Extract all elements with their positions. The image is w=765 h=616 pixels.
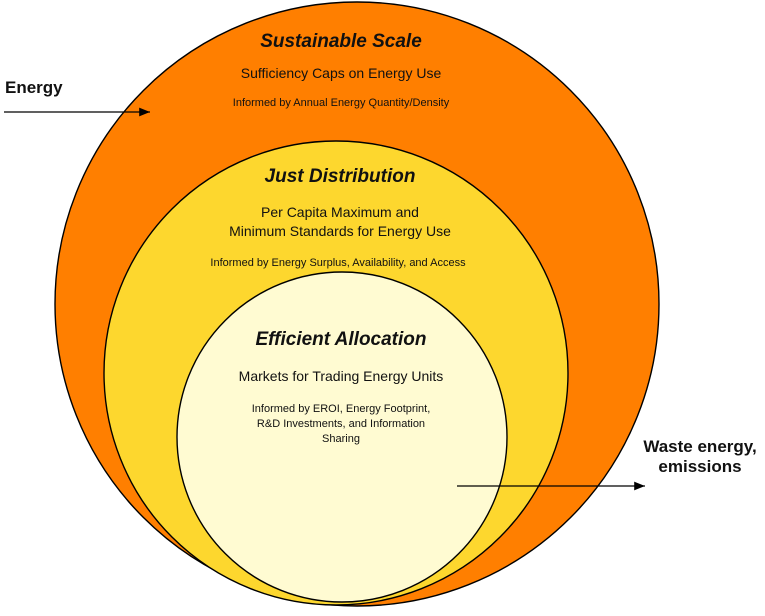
middle-informed-text: Informed by Energy Surplus, Availability… — [210, 257, 466, 269]
outer-informed-text: Informed by Annual Energy Quantity/Densi… — [233, 97, 450, 109]
energy-input-label: Energy — [5, 78, 63, 97]
markets-text: Markets for Trading Energy Units — [239, 368, 444, 384]
inner-informed-line1: Informed by EROI, Energy Footprint, — [252, 403, 431, 415]
efficient-allocation-circle — [176, 271, 508, 603]
sustainable-scale-title: Sustainable Scale — [260, 31, 422, 52]
per-capita-text: Per Capita Maximum and — [261, 204, 419, 220]
emissions-label: emissions — [658, 457, 741, 476]
sufficiency-caps-text: Sufficiency Caps on Energy Use — [241, 65, 442, 81]
inner-informed-line2: R&D Investments, and Information — [257, 418, 425, 430]
efficient-allocation-title: Efficient Allocation — [255, 329, 426, 350]
waste-energy-label: Waste energy, — [643, 437, 756, 456]
inner-informed-line3: Sharing — [322, 433, 360, 445]
minimum-standards-text: Minimum Standards for Energy Use — [229, 223, 451, 239]
just-distribution-title: Just Distribution — [265, 166, 416, 187]
